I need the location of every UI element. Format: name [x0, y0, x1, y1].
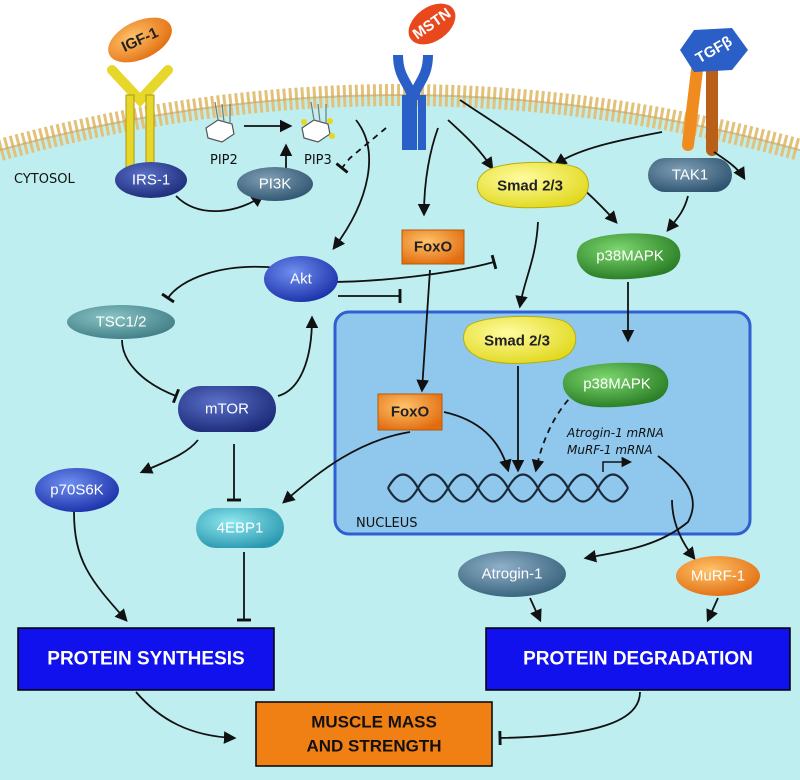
- p38-cyto-node: p38MAPK: [576, 233, 681, 280]
- muscle-mass-line1: MUSCLE MASS: [311, 713, 437, 732]
- akt-label: Akt: [290, 271, 313, 288]
- atrogin-mrna-label: Atrogin-1 mRNA: [566, 426, 664, 440]
- p38-nuc-label: p38MAPK: [583, 376, 651, 393]
- foxo-cyto-node: FoxO: [401, 229, 465, 265]
- nucleus-label: NUCLEUS: [356, 516, 418, 531]
- arrows: [73, 99, 746, 746]
- smad-cyto-node: Smad 2/3: [476, 161, 589, 209]
- p38-cyto-label: p38MAPK: [596, 248, 664, 265]
- cytosol-label: CYTOSOL: [14, 172, 75, 187]
- irs1-node: IRS-1: [115, 162, 187, 198]
- pip3-icon: [301, 101, 335, 143]
- tak1-label: TAK1: [672, 167, 708, 184]
- igf1-receptor: IGF-1: [107, 17, 173, 174]
- murf-node: MuRF-1: [676, 556, 760, 596]
- smad-cyto-label: Smad 2/3: [497, 178, 563, 195]
- pi3k-label: PI3K: [259, 176, 292, 193]
- atrogin-label: Atrogin-1: [482, 566, 543, 583]
- pi3k-node: PI3K: [237, 167, 313, 201]
- tgfb-receptor: TGFβ: [680, 28, 748, 156]
- p70s6k-label: p70S6K: [50, 482, 103, 499]
- murf-label: MuRF-1: [691, 568, 745, 585]
- pip2-label: PIP2: [210, 153, 238, 168]
- muscle-mass-line2: AND STRENGTH: [306, 737, 441, 756]
- protein-degradation-label: PROTEIN DEGRADATION: [523, 649, 753, 670]
- tsc-node: TSC1/2: [67, 305, 175, 339]
- mtor-label: mTOR: [205, 401, 249, 418]
- tsc-label: TSC1/2: [96, 314, 147, 331]
- p70s6k-node: p70S6K: [35, 468, 119, 512]
- protein-degradation-box: PROTEIN DEGRADATION: [485, 627, 791, 691]
- murf-mrna-label: MuRF-1 mRNA: [567, 443, 653, 457]
- tak1-node: TAK1: [648, 158, 732, 192]
- foxo-nuc-label: FoxO: [391, 404, 430, 421]
- transcription-start-mark: [602, 456, 633, 472]
- ebp1-node: 4EBP1: [196, 508, 284, 548]
- pip2-icon: [205, 101, 235, 143]
- smad-nuc-label: Smad 2/3: [484, 333, 550, 350]
- mtor-node: mTOR: [178, 386, 276, 432]
- foxo-nuc-node: FoxO: [377, 393, 443, 431]
- protein-synthesis-label: PROTEIN SYNTHESIS: [47, 649, 244, 670]
- p38-nuc-node: p38MAPK: [562, 362, 669, 408]
- pip3-label: PIP3: [304, 153, 332, 168]
- muscle-mass-box: MUSCLE MASS AND STRENGTH: [255, 701, 493, 767]
- ebp1-label: 4EBP1: [217, 520, 264, 537]
- atrogin-node: Atrogin-1: [458, 551, 566, 597]
- protein-synthesis-box: PROTEIN SYNTHESIS: [17, 627, 275, 691]
- dna-helix-icon: [387, 473, 629, 503]
- foxo-cyto-label: FoxO: [414, 239, 453, 256]
- akt-node: Akt: [264, 256, 338, 302]
- irs1-label: IRS-1: [132, 172, 170, 189]
- smad-nuc-node: Smad 2/3: [463, 315, 577, 364]
